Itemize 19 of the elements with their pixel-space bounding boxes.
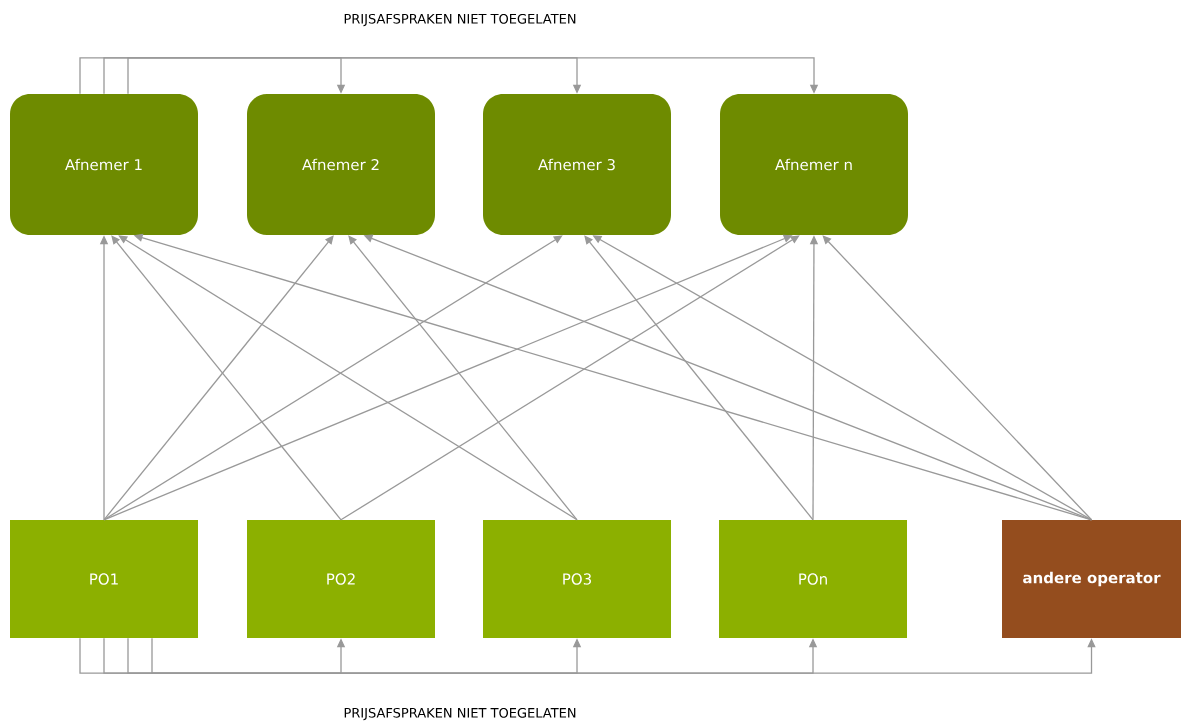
arrow [584, 235, 814, 521]
operator-box: andere operator [1002, 520, 1181, 638]
buyer-box: Afnemer 1 [10, 94, 198, 235]
bracket-arrow [127, 57, 819, 95]
arrow [340, 235, 800, 521]
buyer-box: Afnemer n [720, 94, 908, 235]
provider-box: PO3 [483, 520, 671, 638]
provider-box: PO1 [10, 520, 198, 638]
bracket-arrow [151, 637, 1096, 674]
bracket-arrow [103, 57, 582, 95]
heading-text: PRIJSAFSPRAKEN NIET TOEGELATEN [344, 13, 576, 27]
buyer-box: Afnemer 3 [483, 94, 671, 235]
arrow [822, 235, 1093, 521]
heading-text: PRIJSAFSPRAKEN NIET TOEGELATEN [344, 707, 576, 721]
buyer-box: Afnemer 2 [247, 94, 435, 235]
bracket-arrow [79, 57, 346, 95]
arrow [348, 235, 578, 521]
provider-box: POn [719, 520, 907, 638]
provider-box: PO2 [247, 520, 435, 638]
